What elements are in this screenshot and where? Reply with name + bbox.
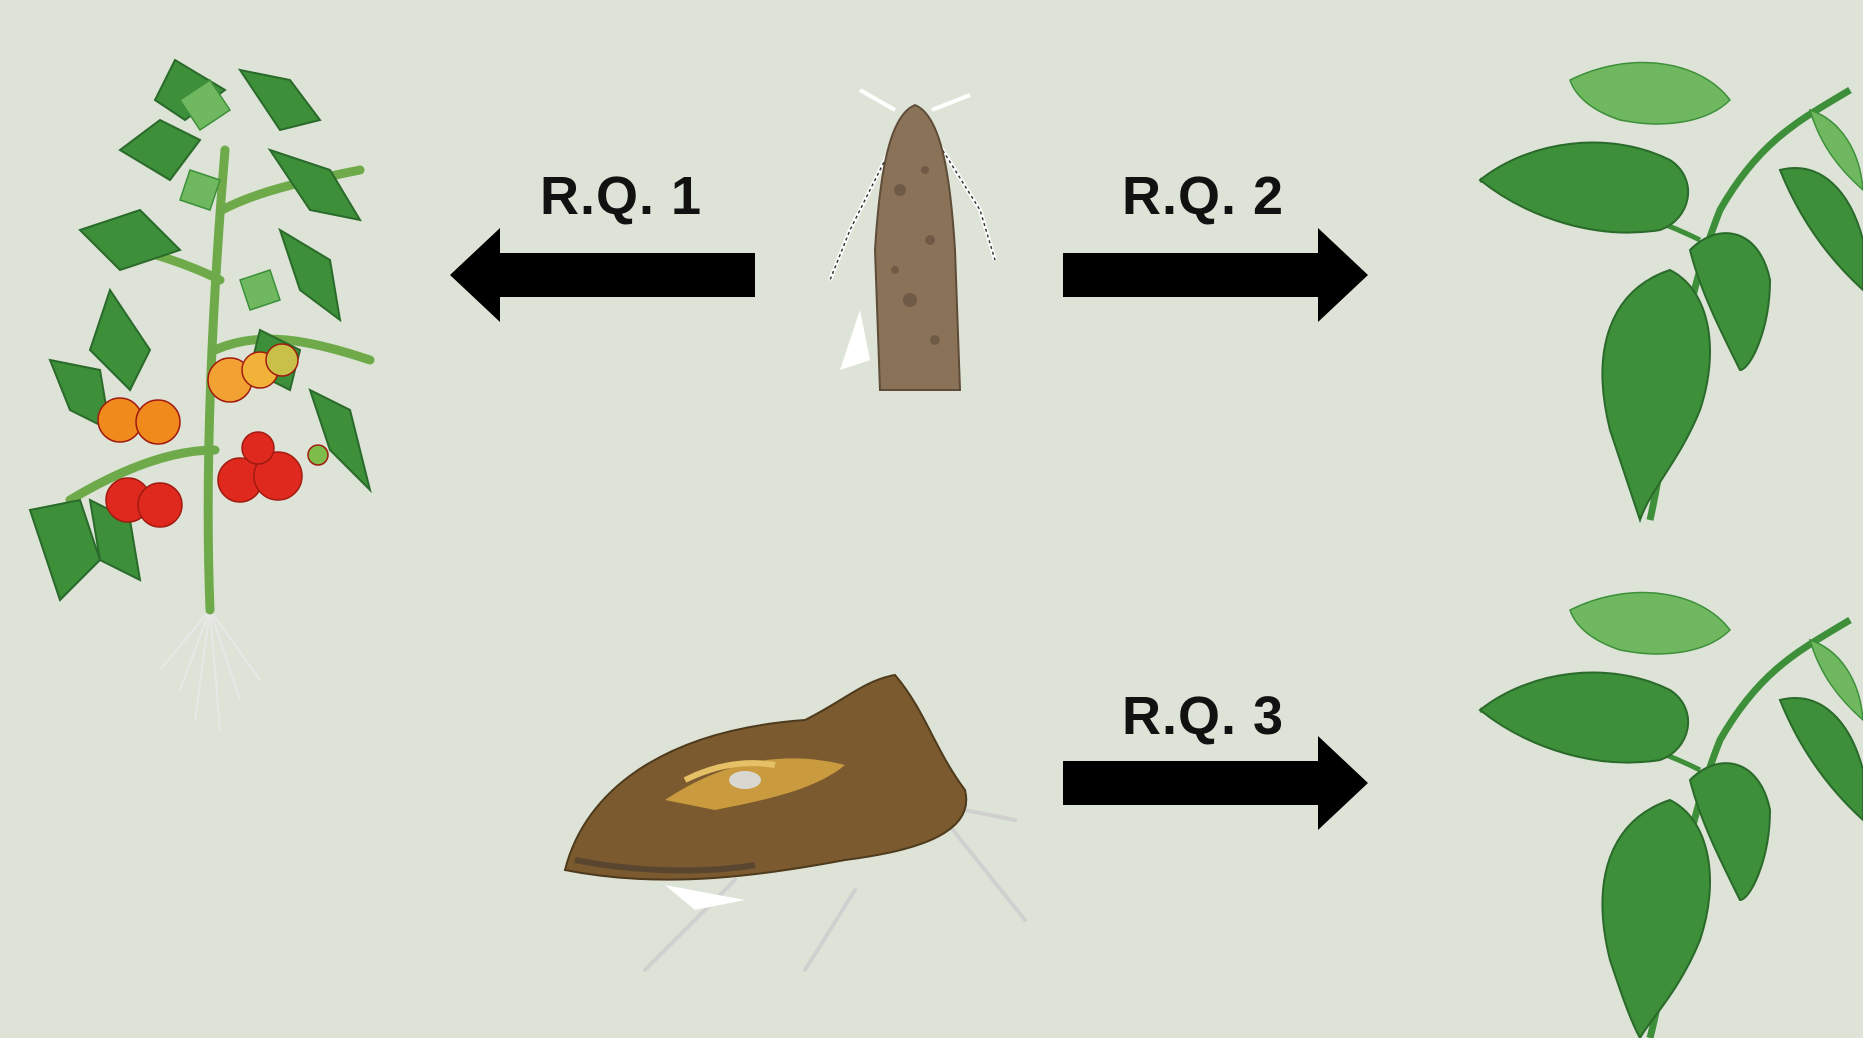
arrow-right-icon — [1063, 225, 1373, 325]
rq1-label: R.Q. 1 — [540, 165, 702, 227]
arrow-right-icon — [1063, 733, 1373, 833]
grey-moth-icon — [820, 90, 1000, 400]
arrow-left-icon — [450, 225, 760, 325]
rq3-label: R.Q. 3 — [1122, 685, 1284, 747]
tomato-leaf-icon — [1470, 580, 1863, 1038]
bronze-moth-icon — [545, 670, 1035, 980]
tomato-leaf-icon — [1470, 50, 1863, 530]
rq2-label: R.Q. 2 — [1122, 165, 1284, 227]
tomato-plant-icon — [10, 30, 420, 740]
